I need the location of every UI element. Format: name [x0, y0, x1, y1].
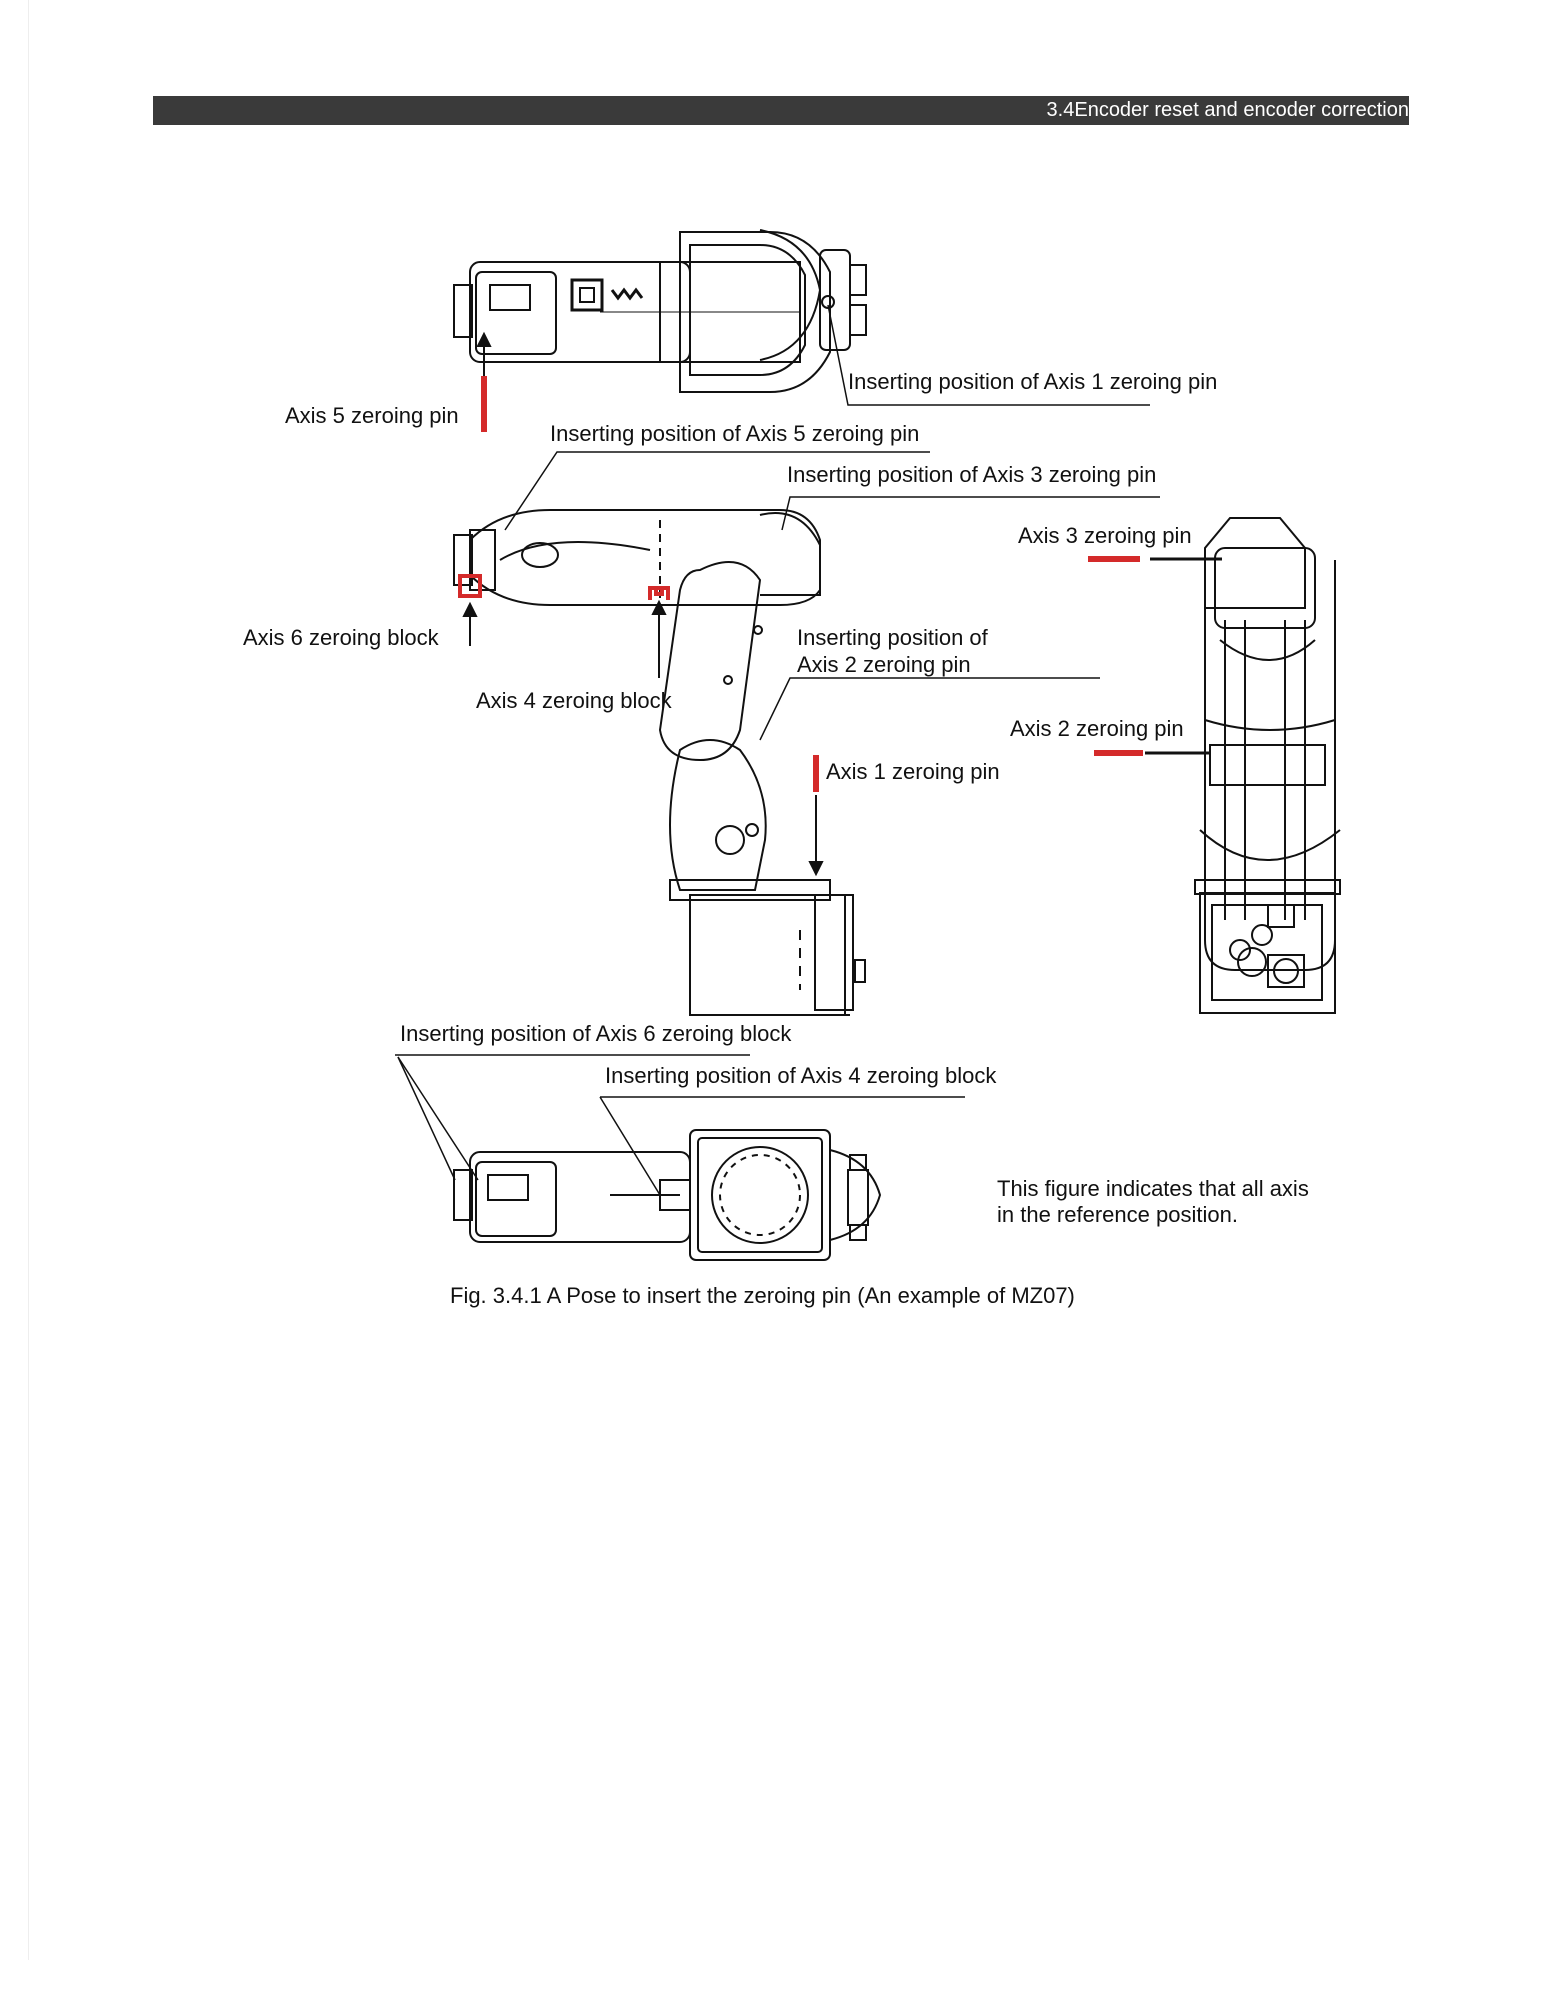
label-axis4-block: Axis 4 zeroing block	[476, 688, 672, 713]
robot-front-view	[1194, 517, 1341, 1014]
axis6-block-red	[458, 574, 482, 598]
label-axis2-pin-insert-line2: Axis 2 zeroing pin	[797, 652, 971, 677]
zeroing-pins	[458, 376, 1143, 792]
section-header-bar: 3.4Encoder reset and encoder correction	[153, 96, 1409, 125]
label-axis5-pin-insert: Inserting position of Axis 5 zeroing pin	[550, 421, 920, 446]
label-axis6-block-insert: Inserting position of Axis 6 zeroing blo…	[400, 1021, 792, 1046]
label-axis1-pin-insert: Inserting position of Axis 1 zeroing pin	[848, 369, 1218, 394]
leader-lines	[395, 304, 1222, 1196]
robot-top-view-upper	[453, 229, 867, 393]
label-axis4-block-insert: Inserting position of Axis 4 zeroing blo…	[605, 1063, 997, 1088]
section-title: 3.4Encoder reset and encoder correction	[1046, 99, 1409, 121]
page-edge	[28, 0, 29, 1960]
robot-top-view-lower	[453, 1129, 882, 1261]
note-line1: This figure indicates that all axis	[997, 1176, 1309, 1201]
figure-caption: Fig. 3.4.1 A Pose to insert the zeroing …	[450, 1283, 1075, 1308]
arrows	[462, 331, 824, 877]
label-axis5-pin: Axis 5 zeroing pin	[285, 403, 459, 428]
robot-side-view	[453, 509, 866, 1016]
label-axis6-block: Axis 6 zeroing block	[243, 625, 439, 650]
label-axis3-pin-insert: Inserting position of Axis 3 zeroing pin	[787, 462, 1157, 487]
label-axis2-pin-insert-line1: Inserting position of	[797, 625, 988, 650]
label-axis1-pin: Axis 1 zeroing pin	[826, 759, 1000, 784]
label-axis2-pin: Axis 2 zeroing pin	[1010, 716, 1184, 741]
note-line2: in the reference position.	[997, 1202, 1238, 1227]
label-axis3-pin: Axis 3 zeroing pin	[1018, 523, 1192, 548]
axis4-block-red	[648, 586, 670, 600]
